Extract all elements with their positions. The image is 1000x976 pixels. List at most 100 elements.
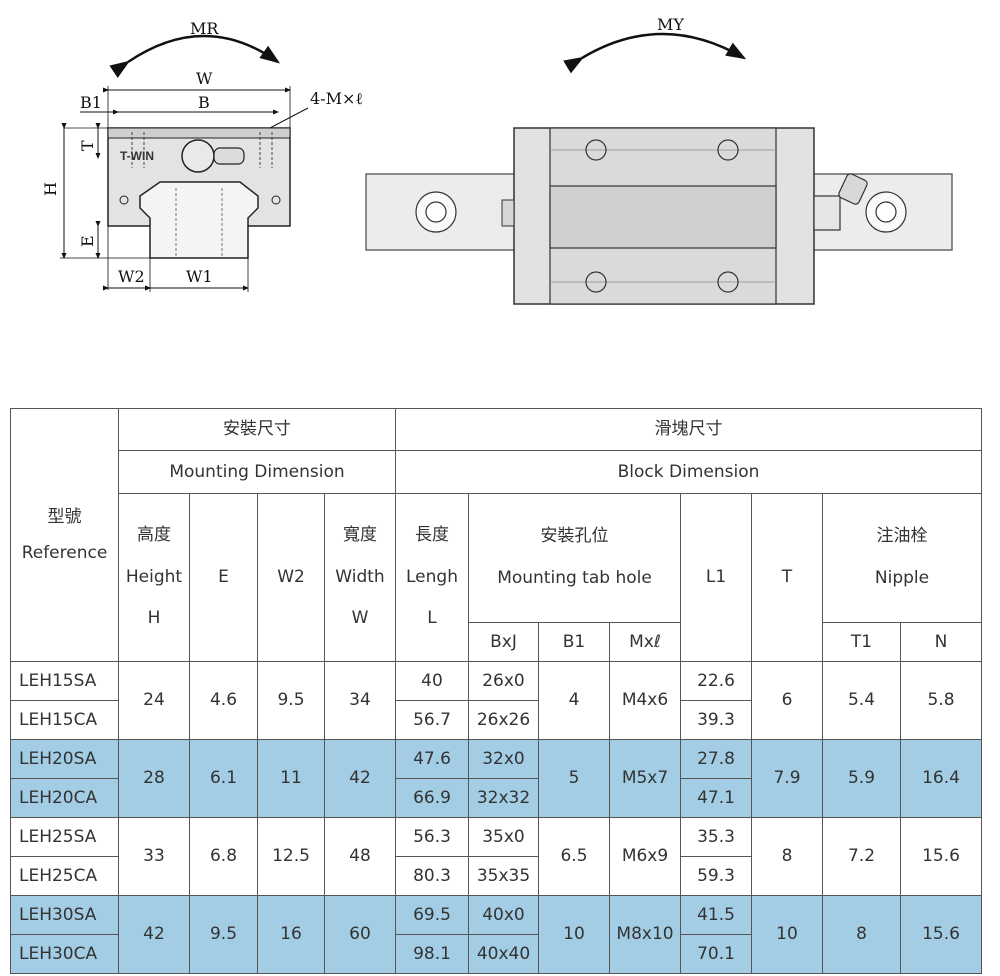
t-header: T <box>751 493 823 662</box>
w2-cell: 12.5 <box>257 817 325 896</box>
l1-cell: 35.3 <box>680 817 752 857</box>
mounting-dimension-zh: 安裝尺寸 <box>118 408 396 451</box>
width-cell: 60 <box>324 895 396 974</box>
b1-cell: 10 <box>538 895 610 974</box>
width-header-sym: W <box>351 608 369 629</box>
length-header-en: Lengh <box>406 566 458 587</box>
width-cell: 42 <box>324 739 396 818</box>
thread-callout-label: 4-M×ℓ <box>310 89 363 108</box>
mounting-tab-hole-zh: 安裝孔位 <box>540 526 609 547</box>
length-cell: 56.3 <box>395 817 469 857</box>
bxj-cell: 35x0 <box>468 817 539 857</box>
table-row: LEH25SA 33 6.8 12.5 48 56.3 35x0 6.5 M6x… <box>10 817 982 896</box>
mxl-cell: M6x9 <box>609 817 681 896</box>
n-cell: 15.6 <box>900 895 982 974</box>
t-cell: 10 <box>751 895 823 974</box>
e-header: E <box>189 493 258 662</box>
reference-header: 型號 Reference <box>10 408 119 662</box>
reference-cell: LEH15CA <box>10 700 119 740</box>
reference-cell: LEH20CA <box>10 778 119 818</box>
w2-cell: 16 <box>257 895 325 974</box>
l1-cell: 22.6 <box>680 661 752 701</box>
length-cell: 80.3 <box>395 856 469 896</box>
w2-cell: 11 <box>257 739 325 818</box>
width-header-en: Width <box>335 566 385 587</box>
l1-cell: 41.5 <box>680 895 752 935</box>
length-header: 長度 Lengh L <box>395 493 469 662</box>
length-cell: 47.6 <box>395 739 469 779</box>
e-dimension-label: E <box>78 235 97 247</box>
width-header-zh: 寬度 <box>343 525 377 546</box>
bxj-cell: 35x35 <box>468 856 539 896</box>
my-label: MY <box>657 15 684 34</box>
length-cell: 40 <box>395 661 469 701</box>
w2-cell: 9.5 <box>257 661 325 740</box>
l1-cell: 27.8 <box>680 739 752 779</box>
table-row: LEH20SA 28 6.1 11 42 47.6 32x0 5 M5x7 27… <box>10 739 982 818</box>
height-cell: 28 <box>118 739 190 818</box>
length-header-sym: L <box>427 608 437 629</box>
t1-header: T1 <box>822 622 901 662</box>
height-header-en: Height <box>125 566 183 587</box>
b1-dimension-label: B1 <box>80 93 102 112</box>
mounting-dimension-en: Mounting Dimension <box>118 450 396 494</box>
width-cell: 34 <box>324 661 396 740</box>
t1-cell: 8 <box>822 895 901 974</box>
b1-cell: 4 <box>538 661 610 740</box>
table-row: LEH30SA 42 9.5 16 60 69.5 40x0 10 M8x10 … <box>10 895 982 974</box>
table-row: LEH30CA 98.1 40x40 70.1 <box>10 934 982 974</box>
mxl-cell: M8x10 <box>609 895 681 974</box>
w-dimension-label: W <box>196 69 213 88</box>
end-view-drawing: MR W B B1 4-M×ℓ T-WIN <box>41 19 363 292</box>
w1-dimension-label: W1 <box>186 267 213 286</box>
nipple-header-en: Nipple <box>874 568 930 588</box>
t1-cell: 5.9 <box>822 739 901 818</box>
reference-cell: LEH15SA <box>10 661 119 701</box>
length-cell: 66.9 <box>395 778 469 818</box>
height-header: 高度 Height H <box>118 493 190 662</box>
reference-cell: LEH20SA <box>10 739 119 779</box>
block-dimension-zh: 滑塊尺寸 <box>395 408 982 451</box>
mr-label: MR <box>190 19 219 38</box>
mounting-tab-hole-header: 安裝孔位 Mounting tab hole <box>468 493 681 623</box>
l1-header: L1 <box>680 493 752 662</box>
rail-profile <box>139 181 259 259</box>
length-cell: 56.7 <box>395 700 469 740</box>
e-cell: 6.8 <box>189 817 258 896</box>
length-cell: 69.5 <box>395 895 469 935</box>
e-cell: 4.6 <box>189 661 258 740</box>
bxj-header: BxJ <box>468 622 539 662</box>
mxl-cell: M4x6 <box>609 661 681 740</box>
e-cell: 9.5 <box>189 895 258 974</box>
width-cell: 48 <box>324 817 396 896</box>
mxl-header: Mxℓ <box>609 622 681 662</box>
length-cell: 98.1 <box>395 934 469 974</box>
height-header-zh: 高度 <box>137 525 171 546</box>
my-rotation-arrow <box>563 32 747 74</box>
e-cell: 6.1 <box>189 739 258 818</box>
reference-header-en: Reference <box>21 543 108 563</box>
h-dimension-label: H <box>41 182 60 196</box>
t1-cell: 5.4 <box>822 661 901 740</box>
l1-cell: 47.1 <box>680 778 752 818</box>
n-cell: 15.6 <box>900 817 982 896</box>
bxj-cell: 32x32 <box>468 778 539 818</box>
t-dimension-label: T <box>78 140 97 151</box>
b1-cell: 5 <box>538 739 610 818</box>
nipple-header: 注油栓 Nipple <box>822 493 982 623</box>
l1-cell: 70.1 <box>680 934 752 974</box>
height-cell: 33 <box>118 817 190 896</box>
t-cell: 8 <box>751 817 823 896</box>
t-cell: 6 <box>751 661 823 740</box>
reference-cell: LEH30CA <box>10 934 119 974</box>
bxj-cell: 40x40 <box>468 934 539 974</box>
bxj-cell: 40x0 <box>468 895 539 935</box>
reference-cell: LEH30SA <box>10 895 119 935</box>
bxj-cell: 26x26 <box>468 700 539 740</box>
t1-cell: 7.2 <box>822 817 901 896</box>
mounting-tab-hole-en: Mounting tab hole <box>497 568 652 588</box>
b1-header: B1 <box>538 622 610 662</box>
w2-dimension-label: W2 <box>118 267 145 286</box>
mxl-cell: M5x7 <box>609 739 681 818</box>
l1-cell: 39.3 <box>680 700 752 740</box>
